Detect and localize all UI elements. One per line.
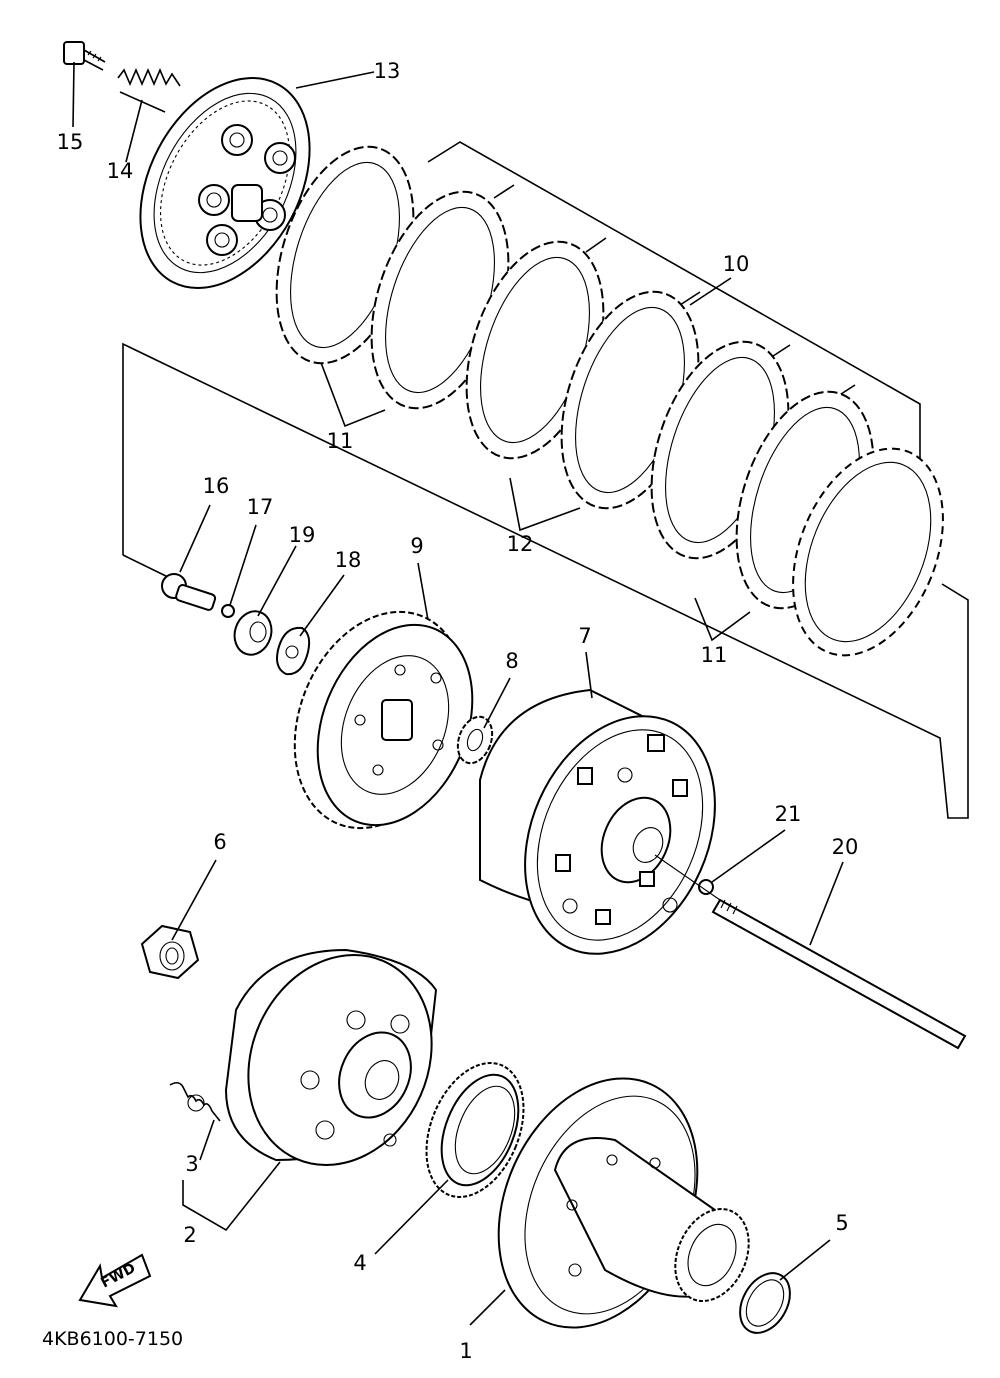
drum-1 (497, 1077, 750, 1329)
washer-8 (456, 715, 494, 765)
callout-21: 21 (775, 802, 802, 826)
callout-4: 4 (353, 1251, 366, 1275)
callout-13: 13 (374, 59, 401, 83)
push-rod-20 (654, 854, 967, 1050)
callout-14: 14 (107, 159, 134, 183)
o-ring-5 (739, 1272, 791, 1334)
spring-14 (117, 67, 181, 113)
callout-2: 2 (183, 1223, 196, 1247)
callout-6: 6 (213, 830, 226, 854)
leader-lines (72, 61, 844, 1326)
callout-1: 1 (459, 1339, 472, 1363)
callout-15: 15 (57, 130, 84, 154)
callout-10: 10 (723, 252, 750, 276)
ball-17 (221, 604, 235, 618)
nut-19 (233, 610, 273, 656)
callout-19: 19 (289, 523, 316, 547)
pressure-plate-13 (139, 77, 311, 289)
clutch-housing-7 (479, 688, 716, 955)
callout-12: 12 (507, 532, 534, 556)
drawing-code: 4KB6100-7150 (42, 1328, 183, 1350)
callout-8: 8 (505, 649, 518, 673)
nut-6 (140, 924, 200, 980)
lock-washer-18 (276, 626, 311, 676)
callout-labels: 1 2 3 4 5 6 7 8 9 10 11 11 12 13 14 15 1… (57, 59, 859, 1363)
callout-5: 5 (835, 1211, 848, 1235)
callout-17: 17 (247, 495, 274, 519)
callout-7: 7 (578, 624, 591, 648)
friction-plates-10 (275, 145, 944, 657)
clutch-shoe-2 (224, 948, 438, 1166)
bolt-15 (63, 41, 106, 71)
callout-9: 9 (410, 534, 423, 558)
clutch-boss-9 (293, 610, 474, 830)
bearing-4 (425, 1062, 525, 1198)
callout-3: 3 (185, 1152, 198, 1176)
callout-18: 18 (335, 548, 362, 572)
callout-20: 20 (832, 835, 859, 859)
callout-11-top: 11 (327, 429, 354, 453)
group-brackets (122, 141, 969, 819)
callout-11-bottom: 11 (701, 643, 728, 667)
callout-16: 16 (203, 474, 230, 498)
fwd-arrow-icon: FWD (78, 1253, 152, 1308)
spring-3 (169, 1081, 221, 1122)
bolt-16 (161, 573, 217, 611)
ball-21 (698, 879, 714, 895)
